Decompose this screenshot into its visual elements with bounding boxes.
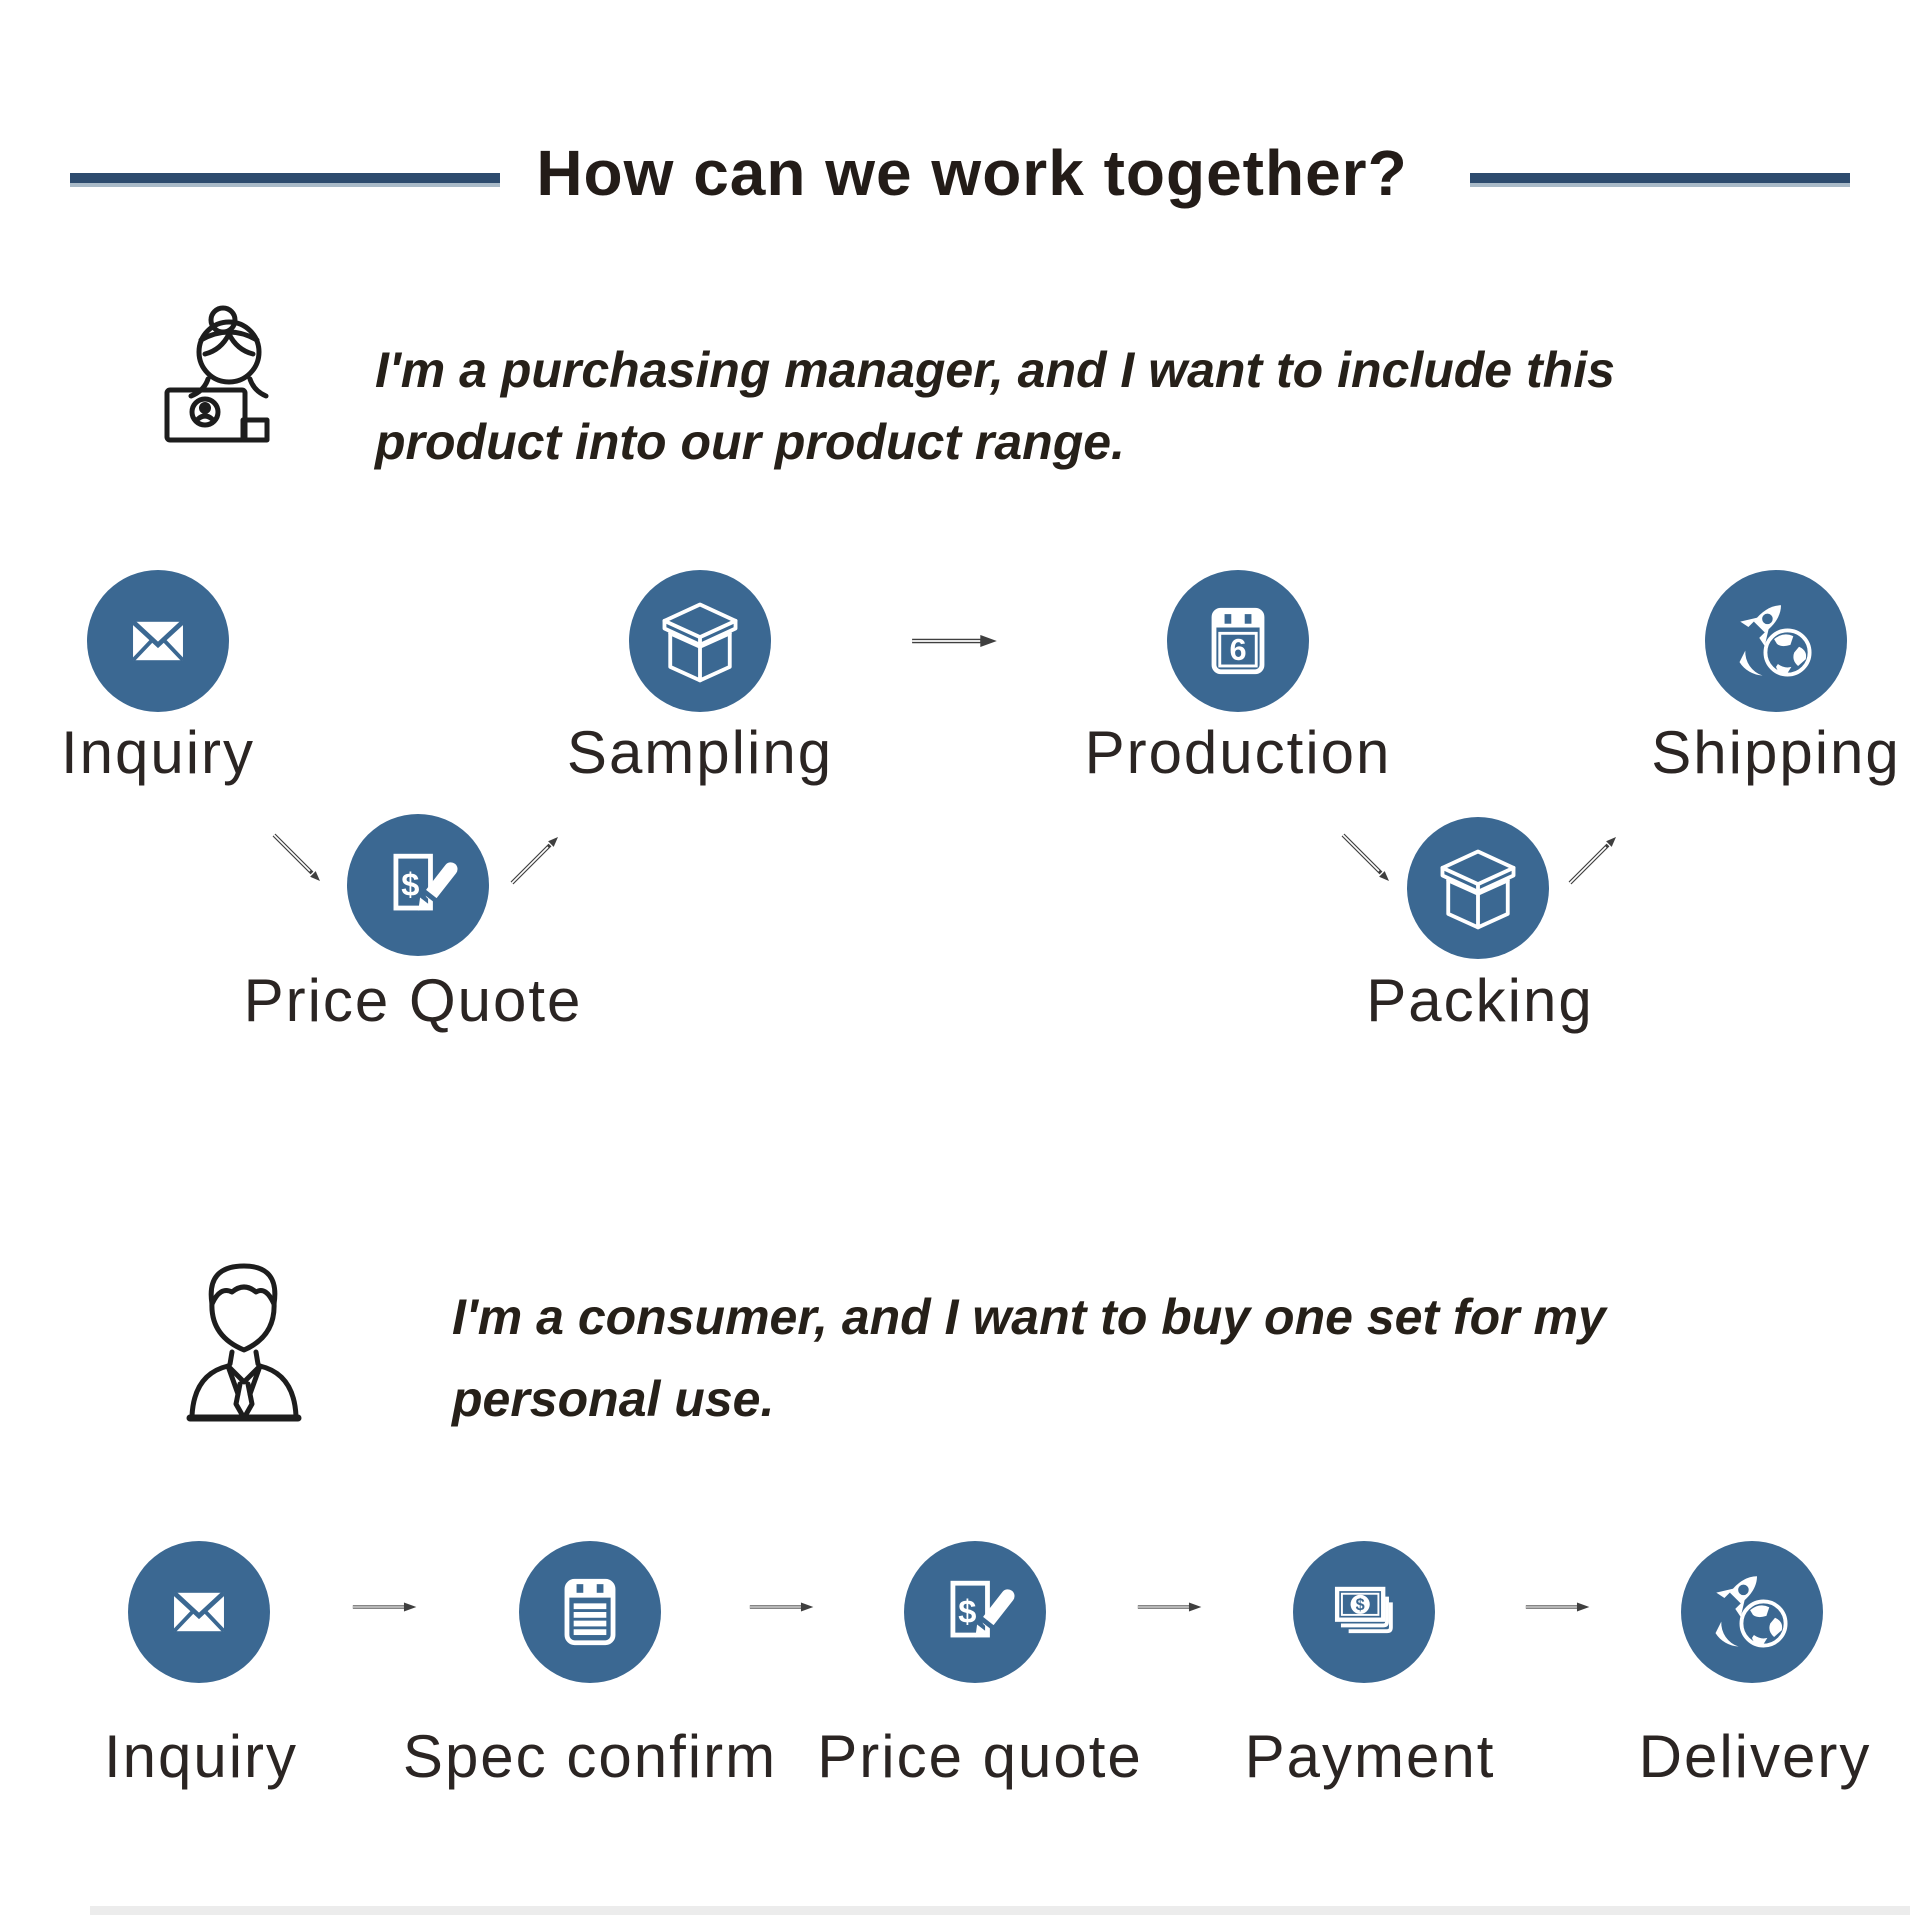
step-circle-production [1167,570,1309,712]
rocket-globe-icon [1728,593,1824,689]
step-circle-inquiry [128,1541,270,1683]
calendar-icon [1190,593,1286,689]
arrow-right-icon [352,1599,418,1615]
persona-quote-purchasing-manager: I'm a purchasing manager, and I want to … [375,334,1615,478]
step-circle-inquiry [87,570,229,712]
page-title: How can we work together? [536,137,1408,209]
step-label-packing: Packing [1366,967,1594,1034]
envelope-icon [110,593,206,689]
step-circle-shipping [1705,570,1847,712]
arrow-up-right-icon [508,831,564,887]
step-label-price-quote: Price quote [817,1723,1143,1790]
woman-at-laptop-icon [164,305,270,443]
persona-quote-consumer: I'm a consumer, and I want to buy one se… [452,1276,1606,1440]
step-label-delivery: Delivery [1638,1723,1872,1790]
step-circle-sampling [629,570,771,712]
box-icon [652,593,748,689]
arrow-right-icon [1137,1599,1203,1615]
price-quote-icon [370,837,466,933]
step-label-price-quote: Price Quote [243,967,583,1034]
step-label-inquiry: Inquiry [103,1723,299,1790]
notepad-icon [542,1564,638,1660]
step-label-sampling: Sampling [566,719,834,786]
step-circle-payment [1293,1541,1435,1683]
quote-line: product into our product range. [375,414,1125,470]
arrow-up-right-icon [1566,831,1622,887]
box-icon [1430,840,1526,936]
envelope-icon [151,1564,247,1660]
step-circle-price-quote [347,814,489,956]
title-rule-right [1470,173,1850,187]
step-circle-packing [1407,817,1549,959]
step-label-spec-confirm: Spec confirm [402,1723,778,1790]
rocket-globe-icon [1704,1564,1800,1660]
title-rule-left [70,173,500,187]
arrow-right-icon [1525,1599,1591,1615]
man-avatar-icon [186,1263,302,1422]
quote-line: personal use. [452,1371,775,1427]
quote-line: I'm a consumer, and I want to buy one se… [452,1289,1606,1345]
quote-line: I'm a purchasing manager, and I want to … [375,342,1615,398]
banknotes-icon [1316,1564,1412,1660]
arrow-down-right-icon [270,831,326,887]
scan-artifact-strip [90,1906,1910,1915]
step-circle-price-quote [904,1541,1046,1683]
step-label-payment: Payment [1244,1723,1496,1790]
step-label-production: Production [1084,719,1392,786]
arrow-right-icon [911,632,999,650]
step-label-shipping: Shipping [1651,719,1901,786]
arrow-down-right-icon [1339,831,1395,887]
step-circle-spec-confirm [519,1541,661,1683]
arrow-right-icon [749,1599,815,1615]
step-circle-delivery [1681,1541,1823,1683]
price-quote-icon [927,1564,1023,1660]
step-label-inquiry: Inquiry [60,719,256,786]
